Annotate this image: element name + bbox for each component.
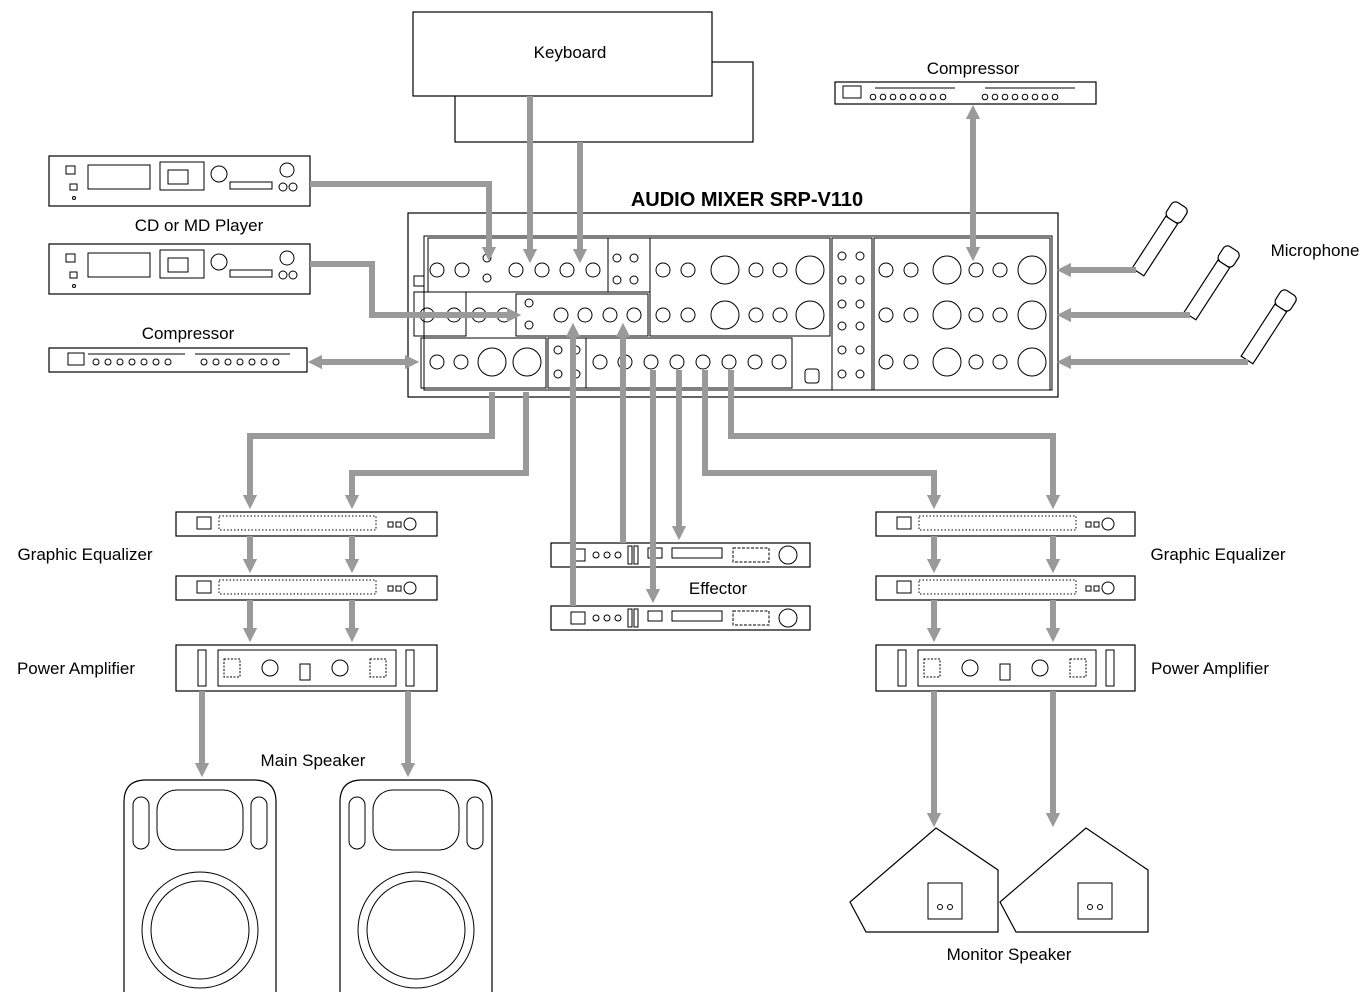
- power-amp-left: [175, 644, 438, 692]
- effector-1: [550, 542, 811, 568]
- microphone-3: [1240, 289, 1297, 365]
- graphic-eq-right-2: [875, 575, 1136, 601]
- power-amp-right: [875, 644, 1136, 692]
- microphone-label: Microphone: [1271, 241, 1360, 260]
- power-amp-right-label: Power Amplifier: [1151, 659, 1269, 678]
- graphic-eq-left-1: [175, 511, 438, 537]
- mixer-title: AUDIO MIXER SRP-V110: [631, 189, 863, 211]
- cable-main-out-l: [242, 392, 495, 510]
- compressor-left-label: Compressor: [142, 324, 235, 343]
- main-speaker-label: Main Speaker: [261, 751, 366, 770]
- audio-mixer: [407, 212, 1059, 398]
- compressor-left: Compressor: [48, 324, 308, 373]
- keyboard-label: Keyboard: [534, 43, 607, 62]
- microphone-2: [1183, 245, 1240, 321]
- effector-2: [550, 605, 811, 631]
- main-speaker-left: [123, 779, 277, 992]
- cable-main-out-r: [344, 392, 529, 510]
- compressor-top: Compressor: [834, 59, 1097, 105]
- power-amp-left-label: Power Amplifier: [17, 659, 135, 678]
- signal-cables: [194, 96, 1248, 828]
- cable-cd-player-1: [310, 181, 497, 262]
- cd-md-player-label: CD or MD Player: [135, 216, 264, 235]
- graphic-eq-left-2: [175, 575, 438, 601]
- cd-md-player-1: [48, 155, 311, 207]
- graphic-eq-right-1: [875, 511, 1136, 537]
- cable-monitor-send-2: [728, 370, 1061, 510]
- effector-label: Effector: [689, 579, 748, 598]
- monitor-speaker-left: [849, 827, 999, 933]
- monitor-speaker-right: [999, 827, 1149, 933]
- keyboard: Keyboard: [412, 11, 754, 143]
- main-speaker-right: [339, 779, 493, 992]
- microphone-1: [1131, 201, 1188, 277]
- cable-cd-player-2: [310, 261, 522, 323]
- monitor-speaker-label: Monitor Speaker: [947, 945, 1072, 964]
- cable-monitor-send-1: [702, 370, 942, 510]
- graphic-eq-right-label: Graphic Equalizer: [1150, 545, 1285, 564]
- compressor-top-label: Compressor: [927, 59, 1020, 78]
- cd-md-player-2: [48, 243, 311, 295]
- graphic-eq-left-label: Graphic Equalizer: [17, 545, 152, 564]
